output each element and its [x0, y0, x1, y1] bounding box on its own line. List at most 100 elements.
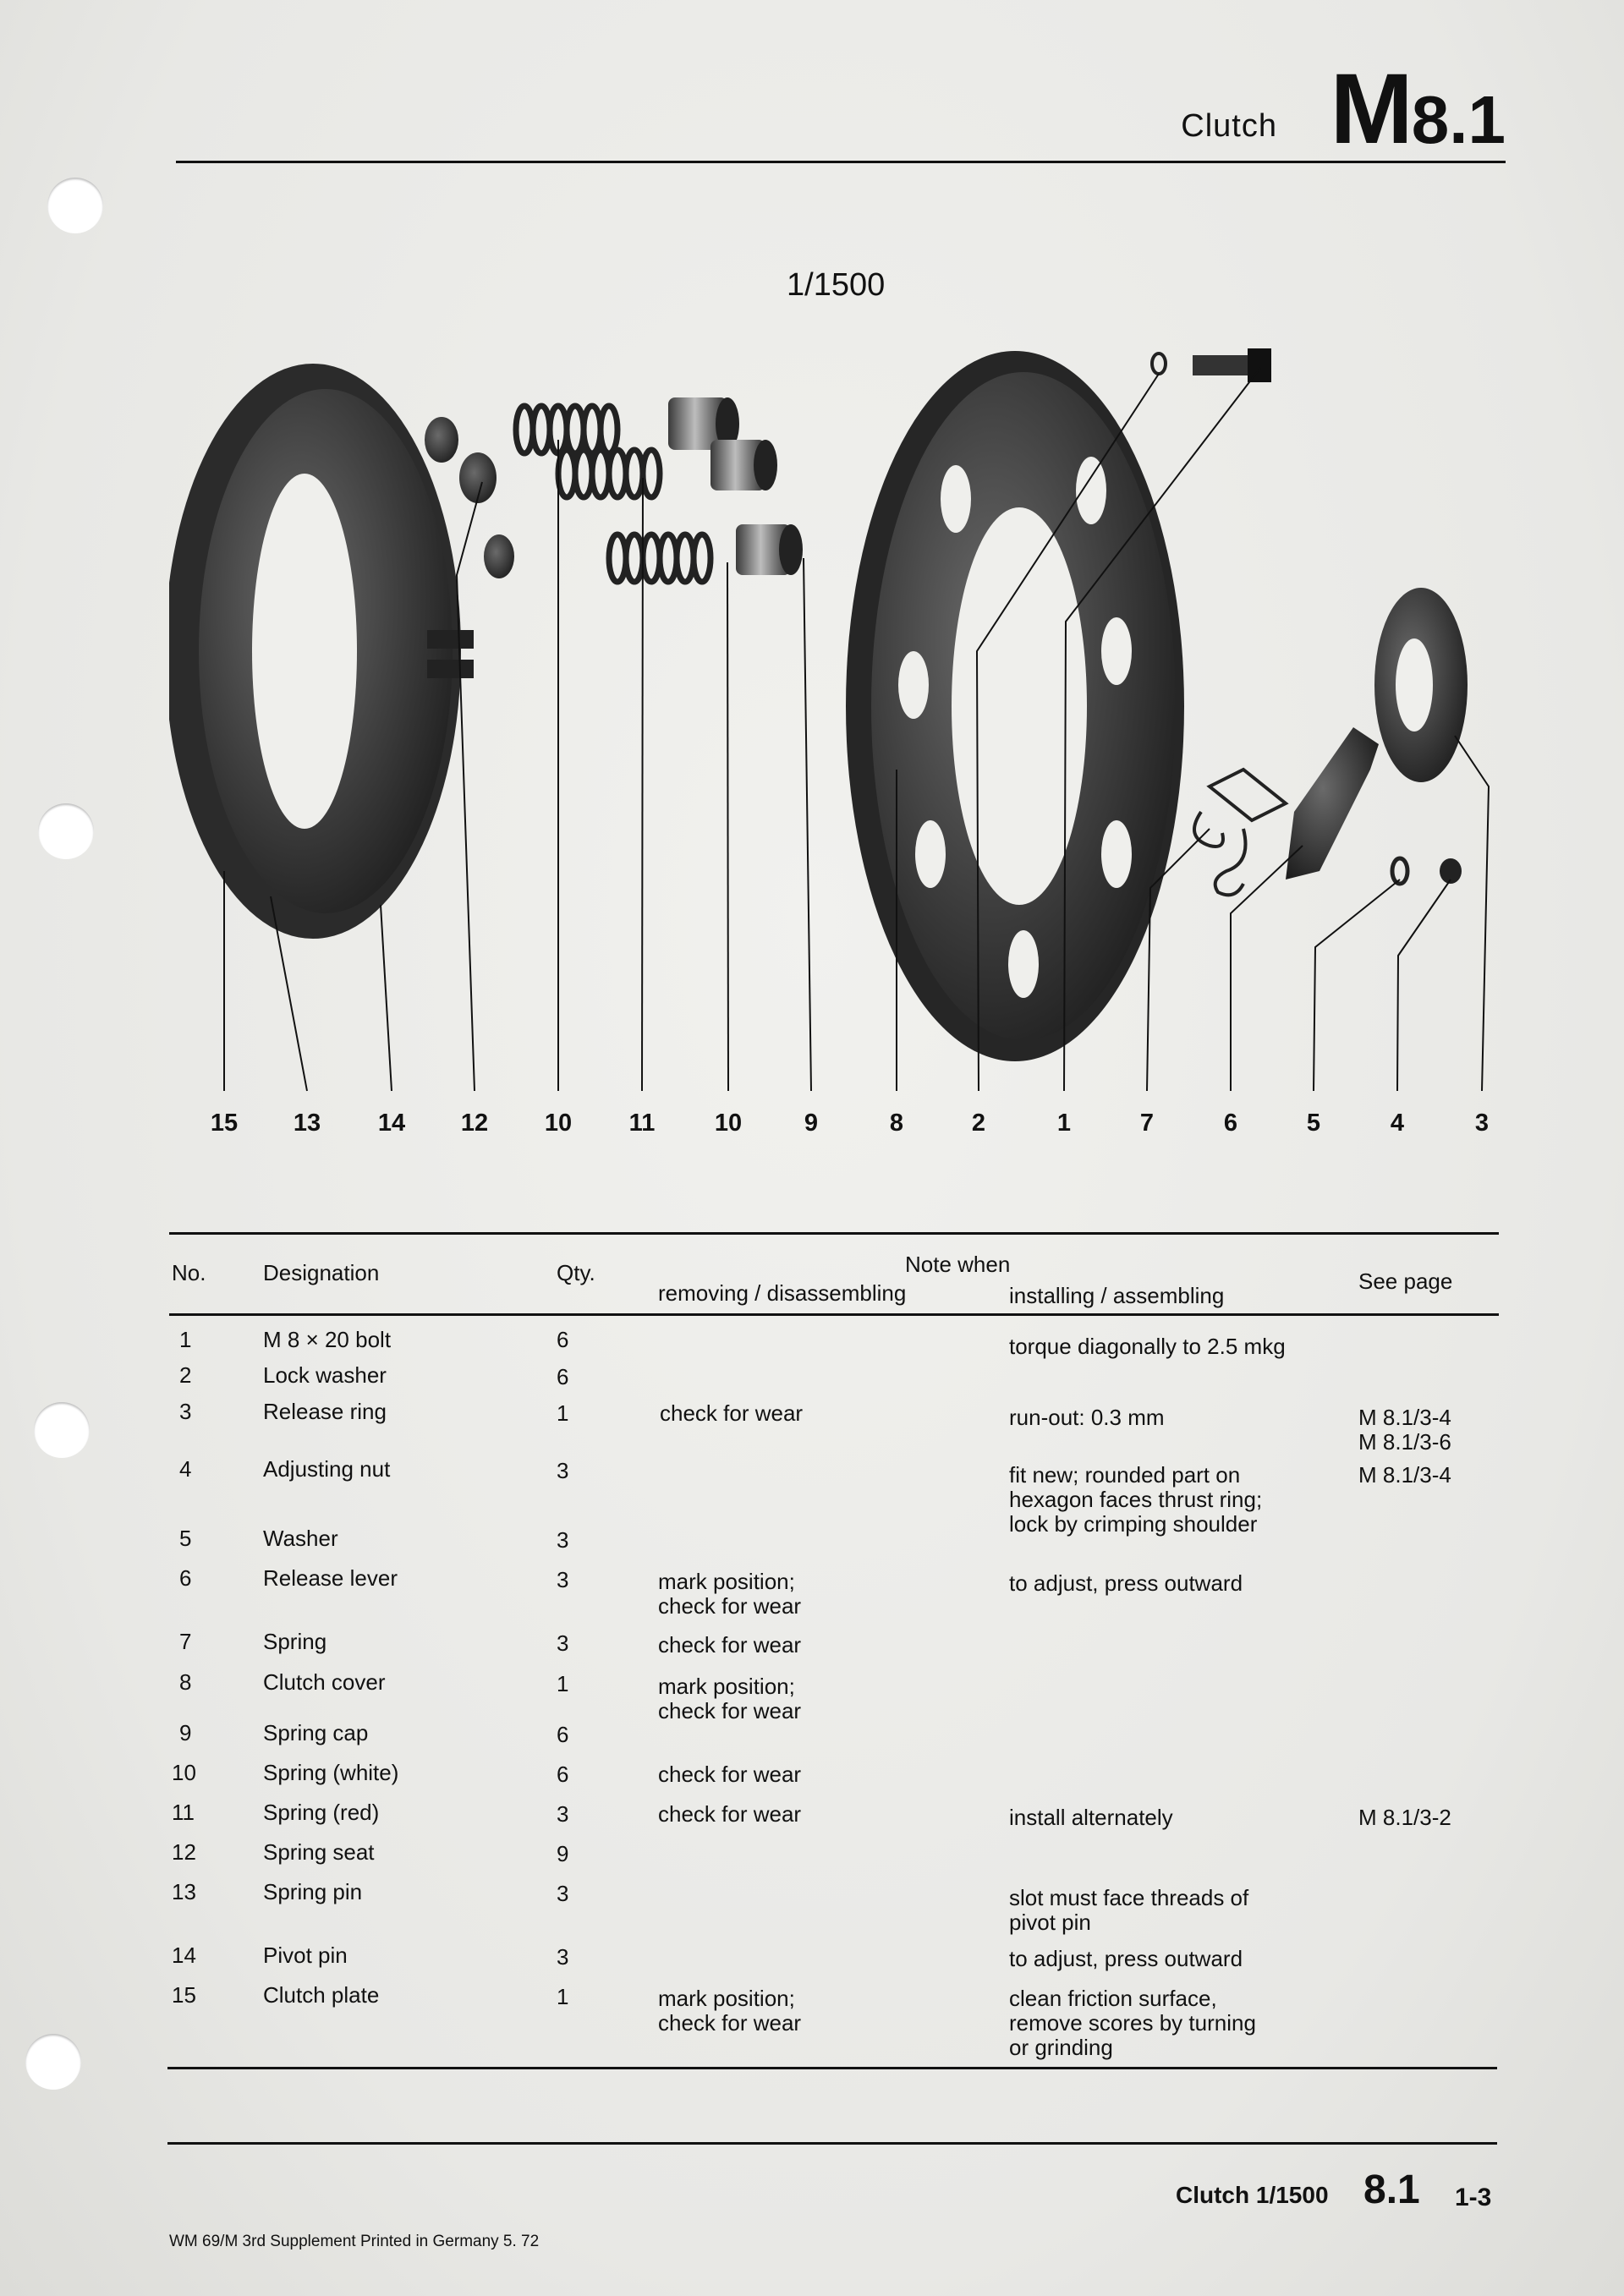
clutch-plate-part: [169, 364, 474, 939]
cell-qty: 1: [557, 1671, 569, 1696]
cell-removing: check for wear: [658, 1762, 802, 1787]
cell-no: 14: [172, 1943, 196, 1968]
footer-page-number: 1-3: [1455, 2184, 1492, 2211]
cell-qty: 3: [557, 1630, 569, 1656]
bolt-part: [1193, 348, 1271, 382]
cell-no: 9: [179, 1720, 192, 1745]
cell-removing: check for wear: [658, 1801, 802, 1827]
cell-no: 7: [179, 1629, 192, 1654]
cell-designation: Spring (white): [263, 1760, 399, 1785]
cell-removing: mark position; check for wear: [658, 1674, 802, 1723]
cell-see-page: M 8.1/3-4: [1358, 1462, 1451, 1488]
section-code: M8.1: [1330, 59, 1506, 159]
cell-designation: Washer: [263, 1526, 338, 1551]
cell-qty: 3: [557, 1801, 569, 1827]
cell-no: 15: [172, 1982, 196, 2008]
wire-spring-part: [1193, 767, 1289, 897]
callout-1: 1: [1056, 1110, 1072, 1137]
header-rule: [176, 161, 1506, 163]
cell-designation: Spring pin: [263, 1879, 363, 1904]
cell-removing: mark position; check for wear: [658, 1986, 802, 2036]
cell-qty: 6: [557, 1722, 569, 1747]
footer-imprint: WM 69/M 3rd Supplement Printed in German…: [169, 2233, 540, 2250]
cell-no: 5: [179, 1526, 192, 1551]
cell-installing: fit new; rounded part on hexagon faces t…: [1009, 1462, 1263, 1537]
cell-designation: Release lever: [263, 1565, 398, 1591]
cell-designation: Lock washer: [263, 1362, 387, 1388]
cell-qty: 3: [557, 1944, 569, 1970]
callout-numbers: 15 13 14 12 10 11 10 9 8 2 1 7 6 5 4 3: [0, 1110, 1624, 1160]
col-header-installing: installing / assembling: [1009, 1283, 1225, 1308]
callout-11: 11: [628, 1110, 656, 1137]
col-header-qty: Qty.: [557, 1260, 595, 1285]
callout-6: 6: [1223, 1110, 1238, 1137]
cell-removing: check for wear: [660, 1400, 804, 1426]
exploded-view-diagram: [169, 348, 1490, 1092]
cell-installing: install alternately: [1009, 1805, 1173, 1830]
punch-hole-1: [47, 178, 103, 233]
cell-qty: 1: [557, 1984, 569, 2009]
cell-see-page: M 8.1/3-2: [1358, 1805, 1451, 1830]
release-ring-part: [1374, 588, 1468, 782]
table-bottom-rule: [167, 2067, 1497, 2069]
callout-10b: 10: [714, 1110, 743, 1137]
callout-13: 13: [293, 1110, 321, 1137]
cell-no: 1: [179, 1327, 192, 1352]
callout-5: 5: [1306, 1110, 1321, 1137]
footer-section-number: 8.1: [1363, 2167, 1420, 2212]
section-title: Clutch: [1181, 108, 1277, 144]
col-header-note-when: Note when: [905, 1252, 1011, 1277]
punch-hole-2: [38, 803, 94, 859]
callout-4: 4: [1390, 1110, 1405, 1137]
cell-designation: Adjusting nut: [263, 1456, 391, 1482]
col-header-no: No.: [172, 1260, 206, 1285]
punch-hole-3: [34, 1402, 90, 1458]
cell-designation: Spring: [263, 1629, 327, 1654]
figure-subtitle: 1/1500: [787, 267, 886, 303]
cell-designation: Spring cap: [263, 1720, 369, 1745]
cell-no: 6: [179, 1565, 192, 1591]
cell-installing: clean friction surface, remove scores by…: [1009, 1986, 1256, 2060]
cell-designation: Clutch cover: [263, 1669, 386, 1695]
callout-15: 15: [210, 1110, 239, 1137]
table-top-rule: [169, 1232, 1499, 1235]
cell-qty: 6: [557, 1762, 569, 1787]
cell-designation: Spring (red): [263, 1800, 380, 1825]
cell-qty: 1: [557, 1400, 569, 1426]
cell-designation: Pivot pin: [263, 1943, 348, 1968]
cell-designation: M 8 × 20 bolt: [263, 1327, 392, 1352]
callout-2: 2: [971, 1110, 986, 1137]
cell-no: 11: [172, 1800, 195, 1825]
col-header-designation: Designation: [263, 1260, 380, 1285]
cell-designation: Spring seat: [263, 1839, 375, 1865]
spring-seats-part: [425, 417, 514, 578]
section-code-number: 8.1: [1411, 82, 1506, 157]
footer-running-title: Clutch 1/1500: [1176, 2182, 1329, 2208]
leader-lines: [223, 367, 1490, 1092]
cell-no: 4: [179, 1456, 192, 1482]
cell-qty: 3: [557, 1458, 569, 1483]
callout-14: 14: [377, 1110, 406, 1137]
cell-installing: torque diagonally to 2.5 mkg: [1009, 1334, 1286, 1359]
cell-qty: 3: [557, 1881, 569, 1906]
punch-hole-4: [25, 2034, 81, 2090]
cell-qty: 9: [557, 1841, 569, 1866]
callout-7: 7: [1139, 1110, 1155, 1137]
cell-installing: run-out: 0.3 mm: [1009, 1405, 1165, 1430]
table-header-rule: [169, 1313, 1499, 1316]
cell-see-page: M 8.1/3-4 M 8.1/3-6: [1358, 1405, 1451, 1455]
callout-9: 9: [804, 1110, 819, 1137]
callout-10a: 10: [544, 1110, 573, 1137]
callout-3: 3: [1474, 1110, 1490, 1137]
cell-removing: mark position; check for wear: [658, 1569, 802, 1619]
footer-rule: [167, 2142, 1497, 2145]
cell-no: 8: [179, 1669, 192, 1695]
col-header-see-page: See page: [1358, 1269, 1453, 1294]
callout-8: 8: [889, 1110, 904, 1137]
cell-qty: 6: [557, 1364, 569, 1389]
cell-designation: Release ring: [263, 1399, 387, 1424]
callout-12: 12: [460, 1110, 489, 1137]
lock-washer-part: [1150, 352, 1167, 375]
cell-qty: 3: [557, 1567, 569, 1592]
